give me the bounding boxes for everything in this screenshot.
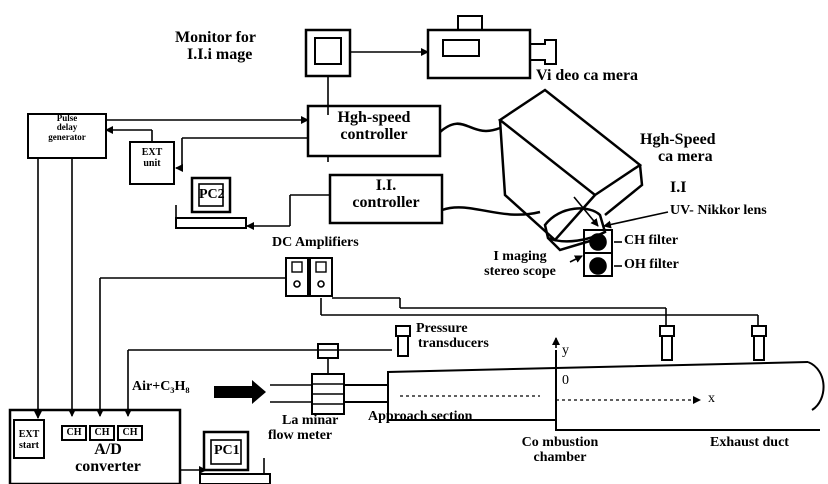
ch-filter-icon — [589, 233, 607, 251]
ad-converter-box — [8, 408, 182, 484]
ii-controller-label: I.I.controller — [352, 177, 420, 211]
ch-channel-2-label: CH — [94, 427, 110, 438]
flow-direction-arrow — [214, 380, 266, 404]
pulse-delay-generator-box — [27, 113, 107, 159]
oh-filter-icon — [589, 257, 607, 275]
pc1-label: PC1 — [214, 443, 240, 458]
pressure-transducer-2 — [659, 325, 675, 361]
pressure-transducer-1 — [395, 325, 411, 357]
oh-filter-label: OH filter — [624, 257, 679, 272]
dc-amplifiers-icon — [285, 257, 333, 297]
monitor-icon — [304, 28, 352, 115]
pressure-transducer-3 — [751, 325, 767, 361]
ii-controller-box — [328, 173, 444, 225]
x-axis-label: x — [708, 391, 715, 406]
dc-amplifiers-label: DC Amplifiers — [272, 235, 359, 250]
uv-lens-label: UV- Nikkor lens — [670, 203, 767, 218]
air-fuel-label: Air+C₃H₈ — [132, 379, 190, 394]
exhaust-duct-label: Exhaust duct — [710, 435, 789, 450]
ii-label: I.I — [670, 179, 687, 196]
video-camera-label: Vi deo ca mera — [536, 67, 639, 84]
pc1-icon — [199, 430, 271, 484]
stereo-scope-icon — [569, 196, 669, 277]
ch-channel-1-label: CH — [66, 427, 82, 438]
laminar-flow-meter-icon — [311, 343, 345, 415]
approach-section-label: Approach section — [368, 409, 473, 424]
pc2-label: PC2 — [199, 187, 225, 202]
high-speed-camera-icon — [497, 88, 644, 252]
flow-channel — [344, 350, 825, 431]
video-camera-icon — [350, 15, 557, 80]
ch-channel-3-label: CH — [122, 427, 138, 438]
origin-label: 0 — [562, 373, 569, 388]
y-axis-label: y — [562, 343, 569, 358]
pc2-icon — [175, 176, 247, 229]
ch-filter-label: CH filter — [624, 233, 679, 248]
